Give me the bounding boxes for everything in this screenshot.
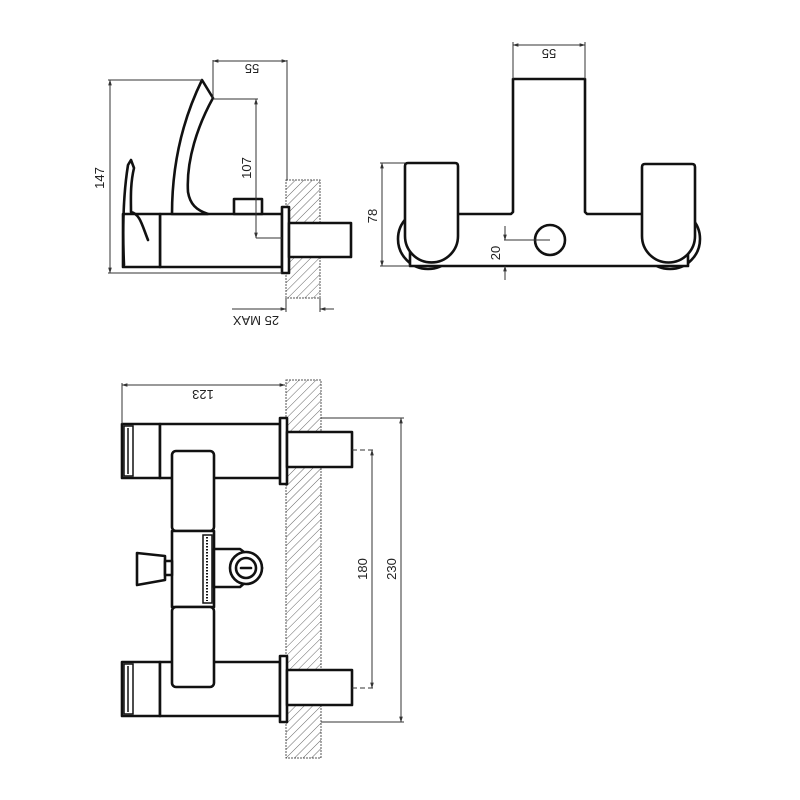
dim-outlet-offset: 20 — [488, 246, 503, 260]
central-body-mid — [170, 529, 216, 609]
spout — [170, 78, 215, 216]
side-knob-stem — [163, 559, 174, 577]
central-body-lower — [170, 605, 216, 689]
side-knob — [135, 551, 167, 587]
wall-pipe — [287, 221, 353, 259]
dim-centers: 180 — [355, 558, 370, 580]
dim-spout-projection: 55 — [245, 61, 259, 76]
dim-spout-height: 107 — [239, 157, 254, 179]
front-view: 55 78 20 — [365, 42, 702, 280]
dim-overall-width: 230 — [384, 558, 399, 580]
dim-spout-width: 55 — [542, 46, 556, 61]
upper-cap — [123, 425, 134, 477]
side-view: 55 147 107 25 MAX — [92, 59, 353, 328]
lower-cap — [123, 663, 134, 715]
dim-wall-thickness: 25 MAX — [233, 313, 280, 328]
lever-handle — [121, 158, 150, 267]
right-handle — [640, 162, 697, 264]
mixer-body — [158, 212, 284, 269]
diverter-knob — [232, 197, 264, 216]
lower-wall-pipe — [285, 668, 354, 707]
central-body-upper — [170, 449, 216, 533]
upper-wall-pipe — [285, 430, 354, 469]
top-view: 123 180 230 — [120, 379, 404, 759]
left-handle — [403, 161, 460, 264]
dim-depth: 123 — [192, 387, 214, 402]
dim-overall-height: 147 — [92, 167, 107, 189]
grille-strip — [202, 534, 213, 604]
dim-body-height: 78 — [365, 209, 380, 223]
